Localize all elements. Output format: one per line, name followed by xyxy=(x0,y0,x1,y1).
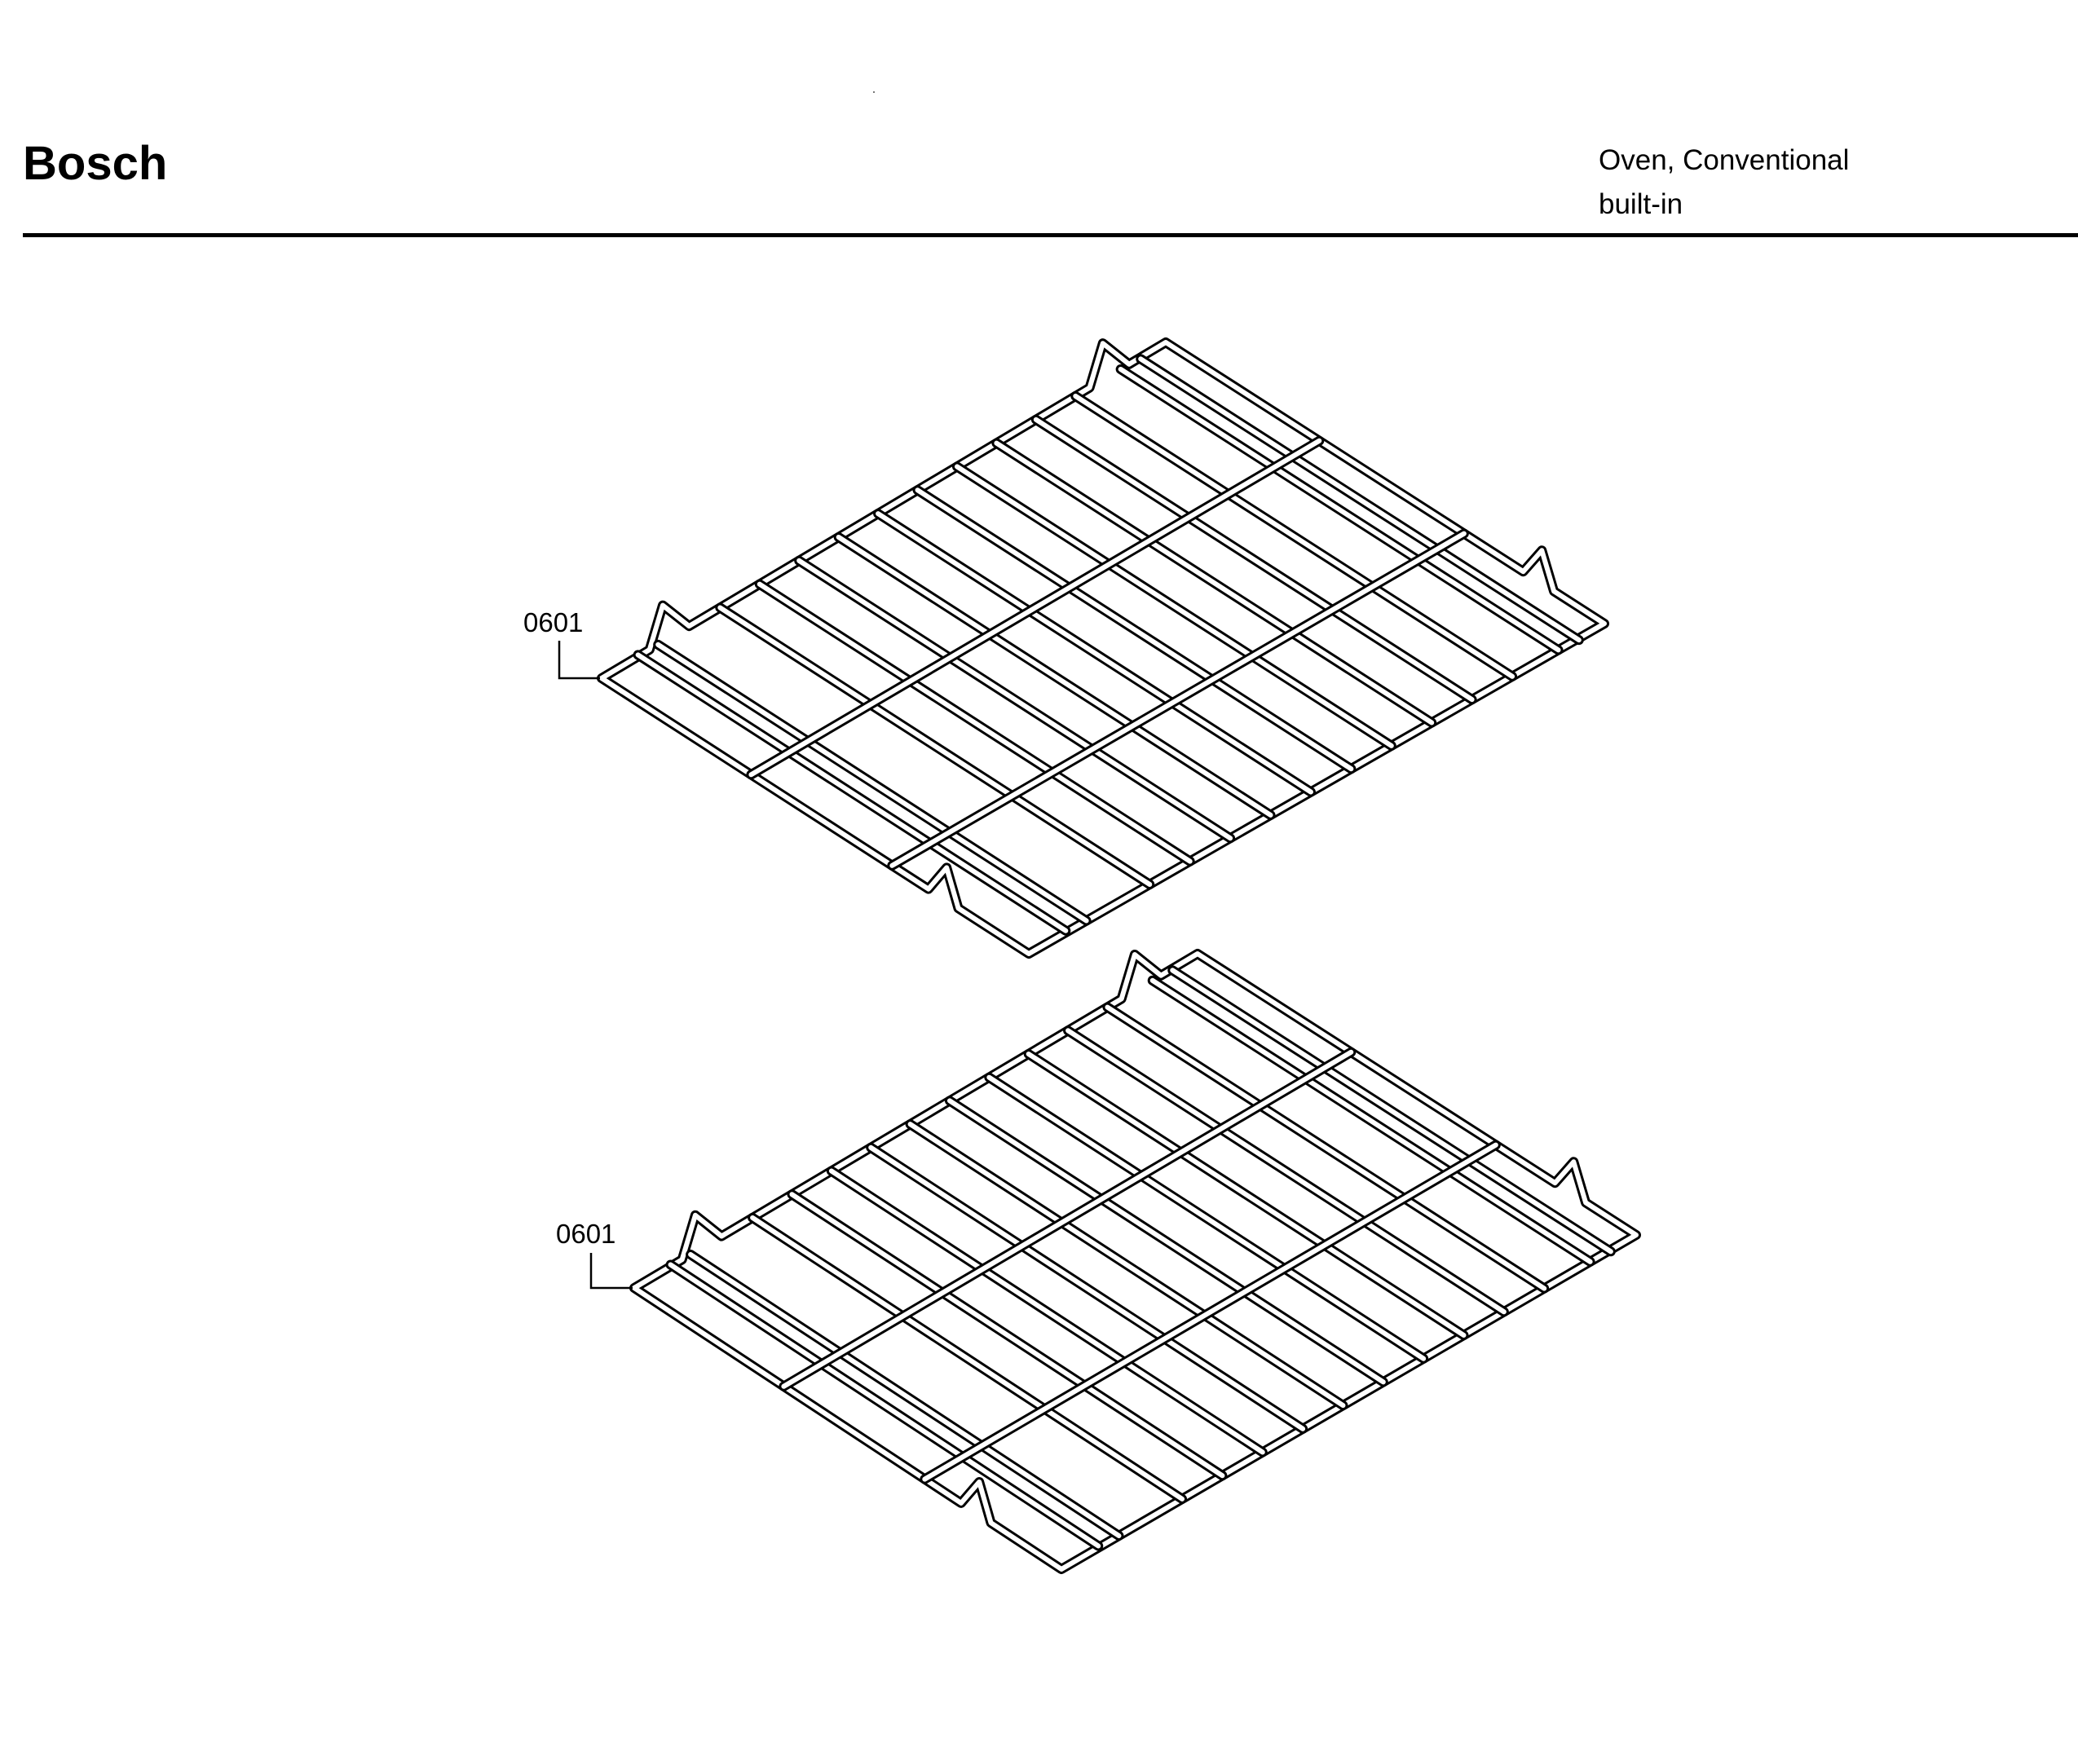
rack-wire-highlight xyxy=(876,511,1313,795)
rack-wire-highlight xyxy=(868,1144,1306,1431)
leader-line xyxy=(558,641,600,680)
support-bar-highlight xyxy=(922,1142,1498,1482)
rack-wire-highlight xyxy=(828,1168,1265,1455)
oven-rack-lower xyxy=(629,949,1641,1574)
rack-wire-highlight xyxy=(789,1192,1225,1479)
part-number-label[interactable]: 0601 xyxy=(523,607,583,637)
side-rail-highlight xyxy=(1149,977,1593,1264)
side-rail-highlight xyxy=(1170,968,1613,1255)
support-bar-highlight xyxy=(781,1049,1354,1389)
rack-wire-highlight xyxy=(1065,1028,1507,1315)
rack-wire-highlight xyxy=(994,440,1435,725)
rack-wire-highlight xyxy=(954,464,1394,748)
header-rule xyxy=(23,233,2078,237)
product-description: Oven, Conventional built-in xyxy=(1599,139,1849,227)
brand-title: Bosch xyxy=(23,137,168,190)
rack-wire-highlight xyxy=(1073,393,1515,679)
side-rail-highlight xyxy=(1138,356,1582,643)
rack-wire-highlight xyxy=(907,1122,1346,1409)
side-rail-highlight xyxy=(688,1252,1122,1538)
side-rail-highlight xyxy=(668,1262,1101,1549)
rack-wire-highlight xyxy=(946,1098,1386,1385)
rack-frame-highlight xyxy=(599,340,1607,956)
part-number-label[interactable]: 0601 xyxy=(556,1219,615,1249)
rack-frame-highlight xyxy=(632,951,1639,1572)
rack-wire-highlight xyxy=(796,558,1233,841)
rack-frame xyxy=(629,949,1641,1574)
callout-upper: 0601 xyxy=(523,607,600,680)
rack-wire-highlight xyxy=(986,1074,1427,1361)
support-bar-highlight xyxy=(748,438,1322,778)
callout-lower: 0601 xyxy=(556,1219,633,1290)
rack-frame xyxy=(597,337,1609,959)
rack-wire-highlight xyxy=(1026,1052,1467,1338)
side-rail-highlight xyxy=(655,642,1089,924)
rack-wire-highlight xyxy=(750,1215,1185,1502)
rack-wire-highlight xyxy=(1033,417,1475,703)
rack-wire-highlight xyxy=(1105,1004,1547,1291)
rack-wire-highlight xyxy=(836,534,1273,818)
leader-line xyxy=(589,1253,633,1290)
side-rail-highlight xyxy=(1118,366,1561,653)
scan-dot xyxy=(873,91,875,93)
rack-wire-highlight xyxy=(757,581,1193,864)
rack-wire-highlight xyxy=(915,487,1354,772)
support-bar-highlight xyxy=(889,531,1467,868)
product-subtype: built-in xyxy=(1599,188,1683,220)
side-rail-highlight xyxy=(635,652,1069,933)
product-type: Oven, Conventional xyxy=(1599,144,1850,176)
oven-rack-upper xyxy=(597,337,1609,959)
rack-wire-highlight xyxy=(717,605,1153,887)
